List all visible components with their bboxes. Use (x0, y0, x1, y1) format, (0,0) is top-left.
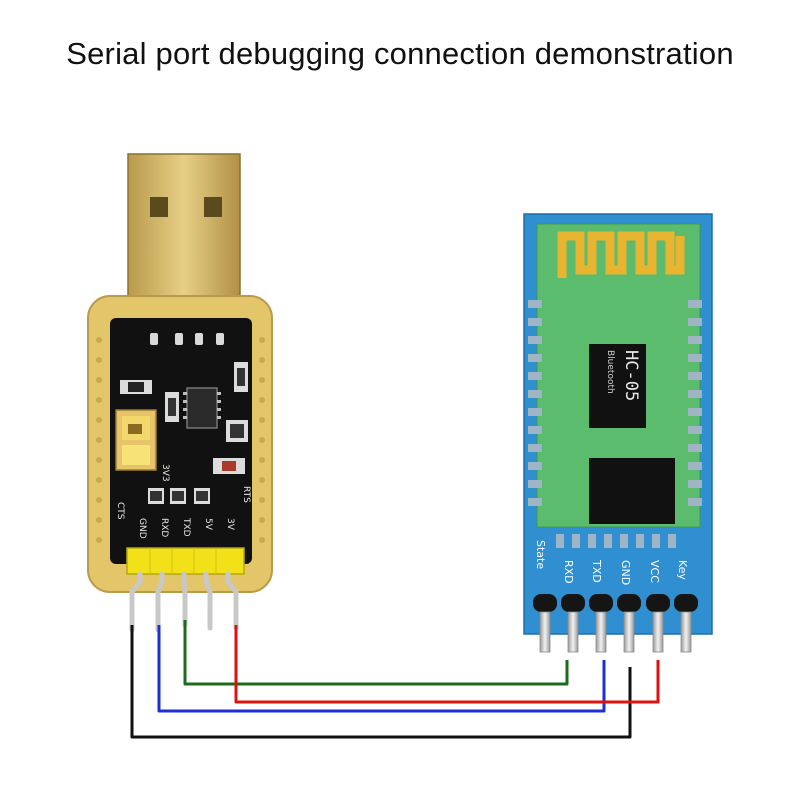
usb-pin-rxd (155, 571, 165, 633)
usb-pin-header (126, 547, 245, 575)
usb-plug-hole-right (204, 197, 222, 217)
usb-adapter-edge-vias (96, 337, 265, 543)
usb-side-label-rts: RTS (241, 486, 251, 503)
hc05-pin-state (539, 611, 551, 653)
diagram-title: Serial port debugging connection demonst… (66, 36, 734, 71)
wire-txd-to-rxd (183, 620, 569, 686)
usb-pin-label-3v: 3V (225, 518, 235, 531)
hc05-header (533, 594, 698, 653)
usb-adapter-solder-mask (110, 318, 252, 564)
ch340-chip (186, 387, 218, 429)
hc05-left-pads (528, 300, 542, 506)
wire-3v-to-vcc (234, 625, 660, 704)
usb-pin-label-rxd: RXD (159, 518, 169, 537)
hc05-bottom-pads (556, 534, 676, 548)
usb-adapter-components (120, 362, 248, 504)
hc05-label-chip (589, 344, 646, 428)
usb-pin-label-txd: TXD (181, 517, 191, 537)
usb-side-label-cts: CTS (115, 502, 125, 520)
hc05-chip-title: HC-05 (621, 350, 641, 401)
wires (130, 620, 660, 739)
hc05-chip-subtitle: Bluetooth (605, 350, 615, 394)
usb-pin-label-gnd: GND (137, 518, 147, 539)
hc05-pin-gnd (623, 611, 635, 653)
usb-plug-hole-left (150, 197, 168, 217)
usb-pin-label-5v: 5V (203, 518, 213, 531)
usb-pin-5v (203, 571, 213, 631)
usb-pin-gnd (129, 571, 143, 633)
usb-pin-3v (225, 571, 239, 631)
hc05-pin-rxd (567, 611, 579, 653)
hc05-pin-label-key: Key (676, 560, 689, 580)
hc05-pin-label-state: State (534, 540, 547, 569)
hc05-pin-key (680, 611, 692, 653)
hc05-pin-label-vcc: VCC (648, 560, 661, 583)
hc05-right-pads (688, 300, 702, 506)
hc05-pin-labels: State RXD TXD GND VCC Key (534, 540, 689, 585)
pcb-antenna (557, 231, 685, 278)
hc05-pin-label-gnd: GND (619, 560, 632, 585)
hc05-pin-label-txd: TXD (590, 559, 603, 583)
usb-pin-labels: GND RXD TXD 5V 3V (137, 517, 235, 539)
voltage-jumper: 3V3 (115, 409, 170, 482)
hc05-pin-label-rxd: RXD (562, 560, 575, 584)
usb-header-pins (129, 571, 239, 633)
wire-gnd-to-gnd (130, 625, 632, 739)
usb-ttl-adapter: 3V3 CTS RTS GND RXD TXD 5V 3V (87, 153, 273, 633)
jumper-label: 3V3 (160, 464, 170, 482)
hc05-main-chip (589, 458, 675, 524)
usb-pin-txd (181, 571, 188, 628)
hc05-pin-txd (595, 611, 607, 653)
hc05-module: HC-05 Bluetooth State RXD TXD GND VCC Ke… (523, 213, 713, 653)
usb-adapter-pads (150, 333, 224, 345)
wire-rxd-to-txd (157, 625, 606, 713)
hc05-pin-vcc (652, 611, 664, 653)
